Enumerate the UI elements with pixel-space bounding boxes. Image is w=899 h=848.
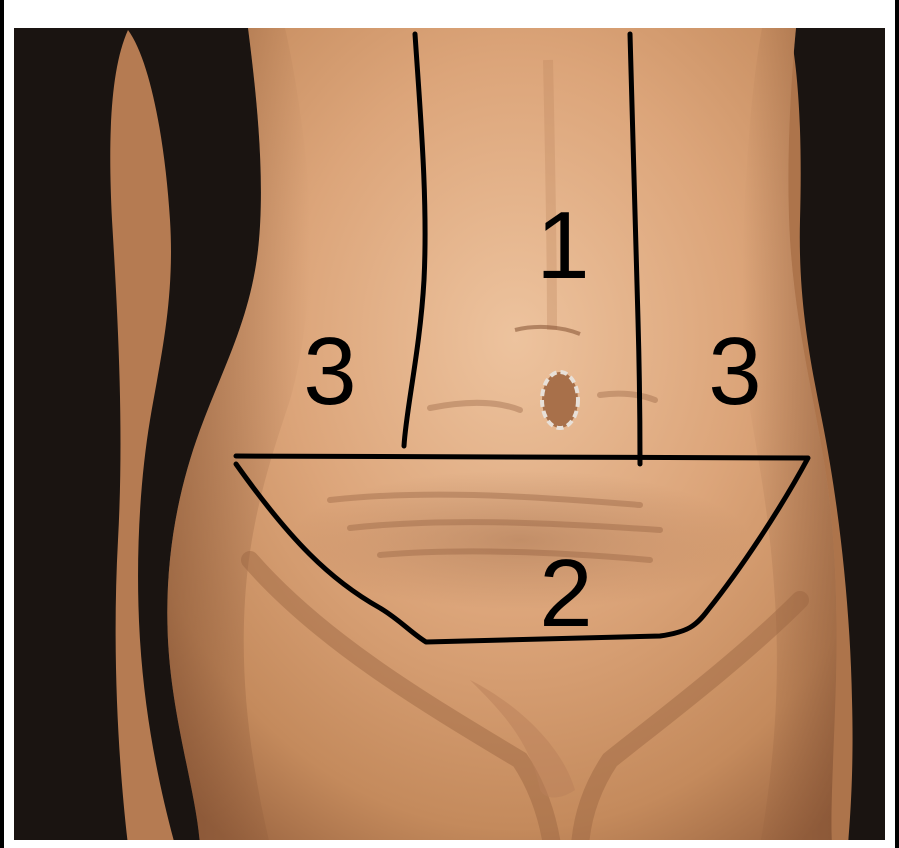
navel-marker <box>542 372 578 428</box>
zone-label-2: 2 <box>539 540 592 647</box>
zone-label-3-left: 3 <box>303 318 356 425</box>
zone-label-3-right: 3 <box>708 318 761 425</box>
zone-label-1: 1 <box>536 192 589 299</box>
lower-abdomen-texture <box>290 470 750 610</box>
